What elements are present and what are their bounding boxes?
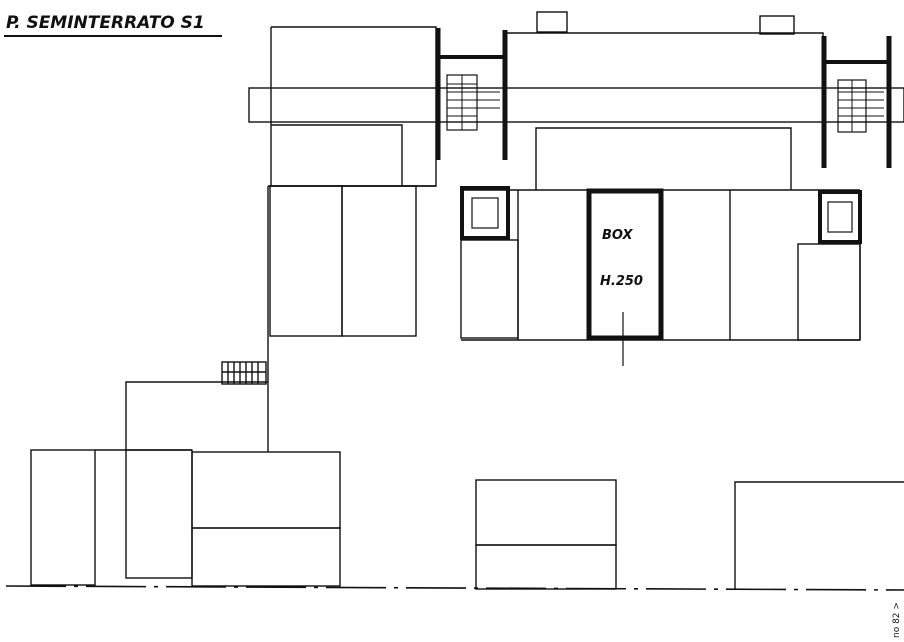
upper-left-block: [270, 26, 437, 187]
lower-left-room-3: [191, 451, 341, 529]
box-unit-highlighted: [586, 188, 664, 366]
lower-left-room-2: [125, 449, 193, 579]
margin-note: no 82 >: [892, 602, 902, 638]
lift-shaft-left: [460, 186, 510, 240]
box-label: BOX: [602, 228, 633, 243]
chimney-right: [759, 15, 795, 35]
small-stair: [221, 361, 267, 385]
lift-shaft-right: [818, 190, 862, 244]
upper-middle-block: [507, 32, 824, 160]
lower-left-upper-block: [125, 381, 268, 450]
garage-left-2: [341, 185, 417, 337]
lower-middle-block-base: [475, 544, 617, 590]
plan-title: P. SEMINTERRATO S1: [6, 13, 205, 33]
inner-room-upper-left: [271, 124, 403, 186]
chimney-left: [536, 11, 568, 33]
plan-linework: P. SEMINTERRATO S1: [4, 11, 904, 638]
stair-left: [435, 28, 508, 160]
box-height-label: H.250: [600, 274, 643, 289]
lower-left-room-1: [30, 449, 96, 586]
storage-left: [460, 239, 519, 339]
corridor-band: [248, 87, 904, 123]
storage-right: [797, 243, 861, 341]
lower-middle-block: [475, 479, 617, 546]
upper-middle-room: [535, 127, 792, 190]
lower-left-room-4: [191, 527, 341, 587]
garage-left-1: [269, 185, 343, 337]
stair-right: [821, 36, 892, 168]
property-boundary: [5, 585, 904, 591]
lower-right-block: [734, 481, 904, 590]
